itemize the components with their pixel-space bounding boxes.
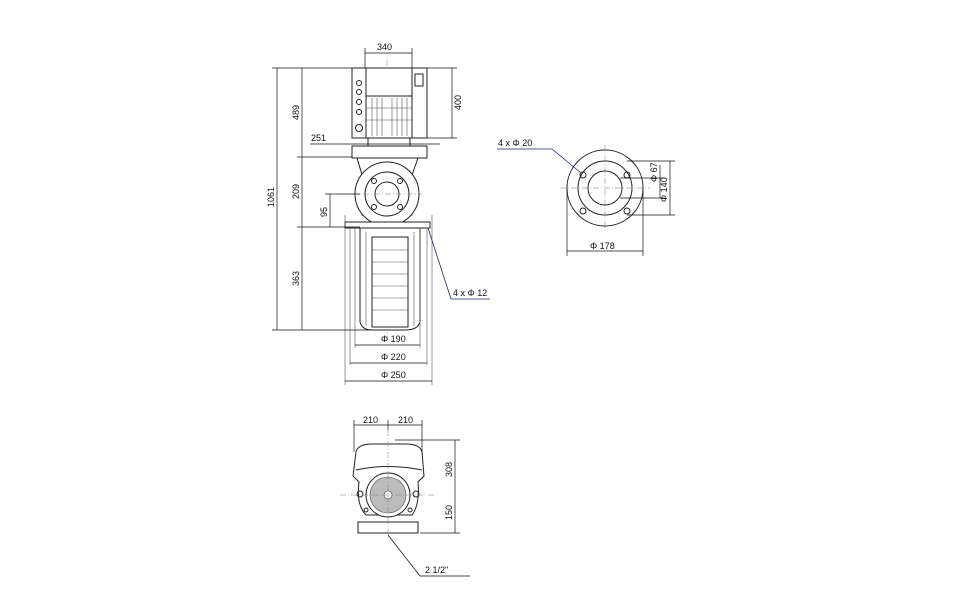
dim-dia-140: Φ 140 — [659, 177, 669, 202]
dim-dia-190: Φ 190 — [381, 334, 406, 344]
motor-housing — [351, 67, 428, 139]
flange-view: Φ 178 Φ 67 Φ 140 4 x Φ 20 — [497, 138, 675, 256]
dim-motor-height: 400 — [453, 95, 463, 110]
pump-front-view: 340 400 489 1061 251 209 95 363 Φ 190 Φ … — [266, 42, 490, 385]
dim-head-height: 209 — [291, 184, 301, 199]
dim-half-width-right: 210 — [398, 415, 413, 425]
dim-flange-offset: 251 — [311, 133, 326, 143]
dim-dia-178: Φ 178 — [590, 241, 615, 251]
dim-base-height: 363 — [291, 271, 301, 286]
dim-dia-250: Φ 250 — [381, 370, 406, 380]
dim-port-height: 95 — [319, 207, 329, 217]
connection-size-callout: 2 1/2" — [425, 565, 448, 575]
dim-motor-width: 340 — [377, 42, 392, 52]
dim-half-width-left: 210 — [363, 415, 378, 425]
dim-upper-height: 308 — [444, 462, 454, 477]
dim-lower-height: 150 — [444, 505, 454, 520]
flange-holes-callout: 4 x Φ 20 — [498, 138, 532, 148]
dim-overall-height: 1061 — [266, 187, 276, 207]
base-holes-callout: 4 x Φ 12 — [453, 288, 487, 298]
dim-motor-total: 489 — [291, 105, 301, 120]
pump-top-view: 210 210 308 150 2 1/2" — [340, 415, 470, 577]
dim-dia-220: Φ 220 — [381, 352, 406, 362]
dim-dia-67: Φ 67 — [649, 162, 659, 182]
